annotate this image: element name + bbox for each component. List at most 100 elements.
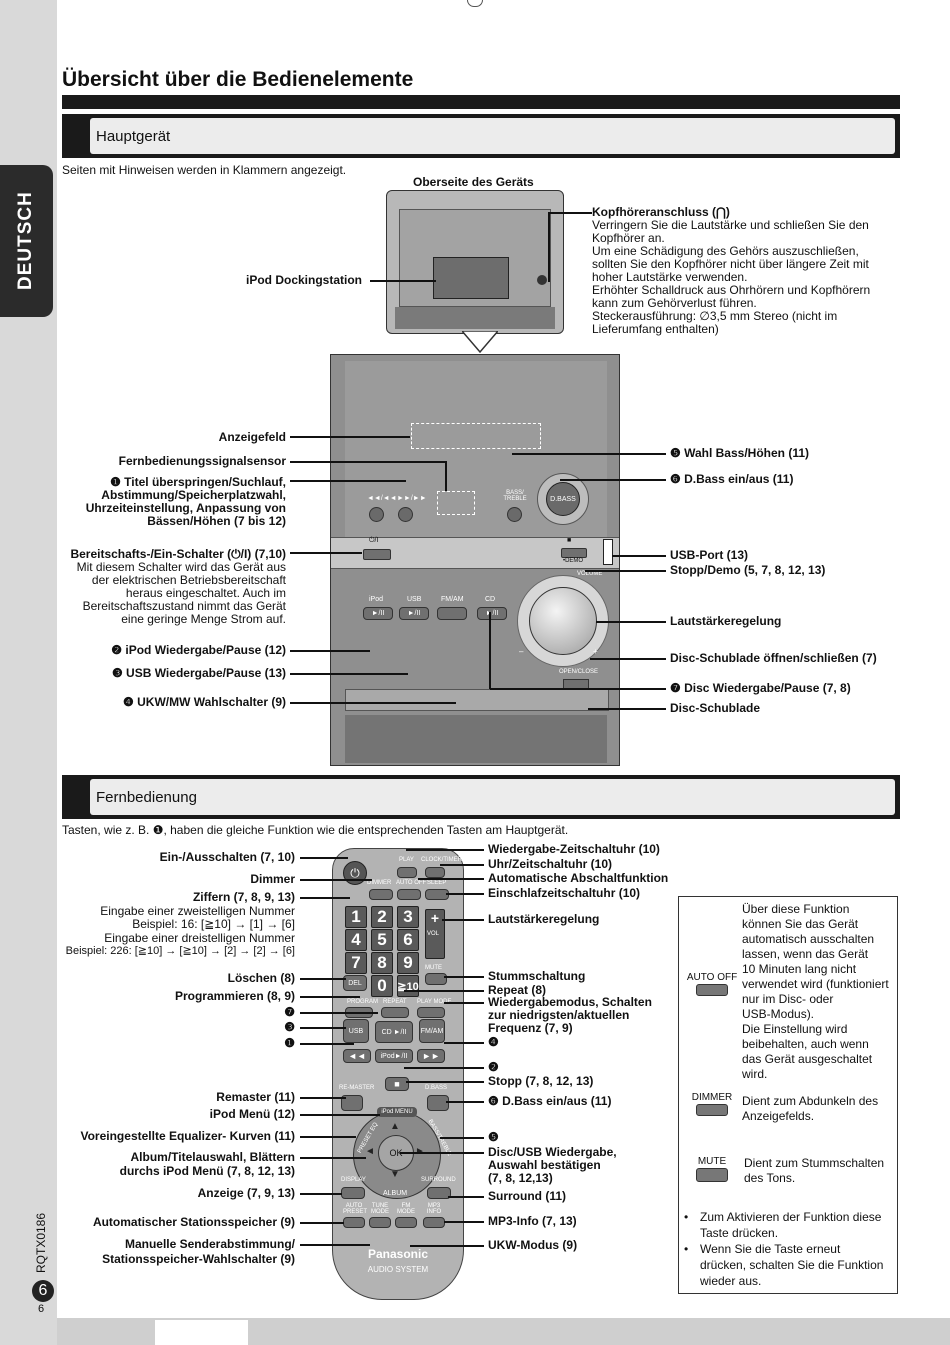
top-front-edge xyxy=(395,307,555,329)
ipod-play-remote-button[interactable]: iPod►/II xyxy=(375,1049,413,1063)
bullet-icon: • xyxy=(684,1242,689,1256)
skip-fwd-remote-button[interactable]: ►► xyxy=(417,1049,445,1063)
leader-line xyxy=(444,976,484,978)
volume-knob[interactable] xyxy=(529,587,597,655)
cd-play-remote-button[interactable]: CD ►/II xyxy=(375,1021,413,1043)
play-timer-button[interactable] xyxy=(397,867,417,878)
mute-button[interactable] xyxy=(425,973,447,985)
dbass-remote-button[interactable] xyxy=(427,1095,449,1111)
label-example16: Beispiel: 16: [≧10] → [1] → [6] xyxy=(132,917,295,931)
usb-play-remote-button[interactable]: USB xyxy=(343,1019,369,1043)
info-line: des Tons. xyxy=(744,1171,796,1185)
main-unit-front: ◄◄/◄◄ ►►/►► BASS/ TREBLE D.BASS ⏻/I ■ •D… xyxy=(330,354,620,766)
key-7[interactable]: 7 xyxy=(345,952,367,974)
leader-line xyxy=(300,1097,346,1099)
auto-preset-button[interactable] xyxy=(343,1217,365,1228)
disc-tray[interactable] xyxy=(345,689,609,711)
play-mode-text: PLAY MODE xyxy=(417,999,452,1005)
section-header-main: Hauptgerät xyxy=(62,114,900,158)
key-3[interactable]: 3 xyxy=(397,906,419,928)
standby-line: Mit diesem Schalter wird das Gerät aus xyxy=(76,560,286,574)
skip-back-button[interactable] xyxy=(369,507,384,522)
remaster-button[interactable] xyxy=(341,1095,363,1111)
bass-treble-button[interactable] xyxy=(507,507,522,522)
key-10-plus[interactable]: ≧10 xyxy=(397,975,419,997)
up-arrow-icon[interactable]: ▲ xyxy=(390,1121,400,1132)
label-playmode-2: zur niedrigsten/aktuellen xyxy=(488,1008,630,1022)
leader-line xyxy=(300,1043,354,1045)
bass-treble-label: BASS/ TREBLE xyxy=(503,490,527,502)
section-header-remote: Fernbedienung xyxy=(62,775,900,819)
brand-logo: Panasonic xyxy=(367,1247,429,1261)
repeat-button[interactable] xyxy=(381,1007,409,1018)
left-arrow-icon[interactable]: ◄ xyxy=(365,1146,375,1157)
key-8[interactable]: 8 xyxy=(371,952,393,974)
bullet-line: Taste drücken. xyxy=(700,1226,779,1240)
power-button[interactable]: ⏻ xyxy=(343,861,367,885)
bullet-icon: • xyxy=(684,1210,689,1224)
down-arrow-icon[interactable]: ▼ xyxy=(390,1169,400,1180)
leader-line xyxy=(300,978,346,980)
fmam-remote-button[interactable]: FM/AM xyxy=(419,1019,445,1043)
ipod-play-button[interactable]: ►/II xyxy=(363,607,393,620)
key-1[interactable]: 1 xyxy=(345,906,367,928)
headphone-line: Verringern Sie die Lautstärke und schlie… xyxy=(592,218,869,232)
headphone-jack-icon xyxy=(537,275,547,285)
volume-rocker[interactable]: + xyxy=(425,909,445,959)
label-repeat: Repeat (8) xyxy=(488,983,547,997)
clock-timer-button[interactable] xyxy=(425,867,445,878)
fm-mode-text: FM MODE xyxy=(397,1203,415,1215)
leader-line xyxy=(442,919,484,921)
leader-line xyxy=(290,436,410,438)
tune-mode-button[interactable] xyxy=(369,1217,391,1228)
leader-line xyxy=(588,708,666,710)
info-line: Anzeigefelds. xyxy=(742,1109,815,1123)
headphone-line: Kopfhörer an. xyxy=(592,231,665,245)
leader-line xyxy=(548,212,550,282)
key-9[interactable]: 9 xyxy=(397,952,419,974)
key-5[interactable]: 5 xyxy=(371,929,393,951)
info-line: das Gerät ausgeschaltet xyxy=(742,1052,873,1066)
label-dbass: ❻ D.Bass ein/aus (11) xyxy=(670,472,794,486)
stop-remote-button[interactable]: ■ xyxy=(385,1077,409,1091)
key-0[interactable]: 0 xyxy=(371,975,393,997)
stop-demo-button[interactable] xyxy=(561,548,587,558)
right-arrow-icon[interactable]: ► xyxy=(415,1146,425,1157)
cd-play-button[interactable]: ►/II xyxy=(477,607,507,620)
surround-button[interactable] xyxy=(427,1187,451,1199)
label-disc-open: Disc-Schublade öffnen/schließen (7) xyxy=(670,651,877,665)
usb-play-button[interactable]: ►/II xyxy=(399,607,429,620)
delete-button[interactable]: DEL xyxy=(343,975,367,991)
info-autooff-text: Über diese Funktion können Sie das Gerät… xyxy=(742,902,894,1082)
standby-button[interactable] xyxy=(363,549,391,560)
leader-line xyxy=(300,857,348,859)
key-4[interactable]: 4 xyxy=(345,929,367,951)
dbass-button[interactable]: D.BASS xyxy=(546,482,580,516)
remote-control: ⏻ PLAY CLOCK/TIMER DIMMER AUTO OFF SLEEP… xyxy=(332,848,464,1300)
skip-fwd-button[interactable] xyxy=(398,507,413,522)
fmam-button[interactable] xyxy=(437,607,467,620)
label-disc-3: (7, 8, 12,13) xyxy=(488,1171,553,1185)
page-title: Übersicht über die Bedienelemente xyxy=(62,68,414,91)
dimmer-text: DIMMER xyxy=(367,880,392,886)
mp3-info-button[interactable] xyxy=(423,1217,445,1228)
auto-off-button[interactable] xyxy=(397,889,421,900)
label-fmam: ❹ UKW/MW Wahlschalter (9) xyxy=(123,695,286,709)
key-2[interactable]: 2 xyxy=(371,906,393,928)
volume-text: VOLUME xyxy=(577,571,603,577)
fm-mode-button[interactable] xyxy=(395,1217,417,1228)
display-button[interactable] xyxy=(341,1187,365,1199)
play-mode-button[interactable] xyxy=(417,1007,445,1018)
dimmer-button[interactable] xyxy=(369,889,393,900)
info-line: Über diese Funktion xyxy=(742,902,850,916)
standby-line: heraus eingeschaltet. Auch im xyxy=(125,586,286,600)
label-power: Ein-/Ausschalten (7, 10) xyxy=(159,850,295,864)
label-program: Programmieren (8, 9) xyxy=(174,989,295,1003)
label-stop: Stopp (7, 8, 12, 13) xyxy=(488,1074,594,1088)
top-caption: Oberseite des Geräts xyxy=(413,175,534,189)
ipod-menu-button[interactable]: iPod MENU xyxy=(377,1107,417,1117)
skip-back-remote-button[interactable]: ◄◄ xyxy=(343,1049,371,1063)
leader-line xyxy=(512,453,666,455)
info-dimmer-text: Dient zum Abdunkeln des Anzeigefelds. xyxy=(742,1094,894,1124)
key-6[interactable]: 6 xyxy=(397,929,419,951)
